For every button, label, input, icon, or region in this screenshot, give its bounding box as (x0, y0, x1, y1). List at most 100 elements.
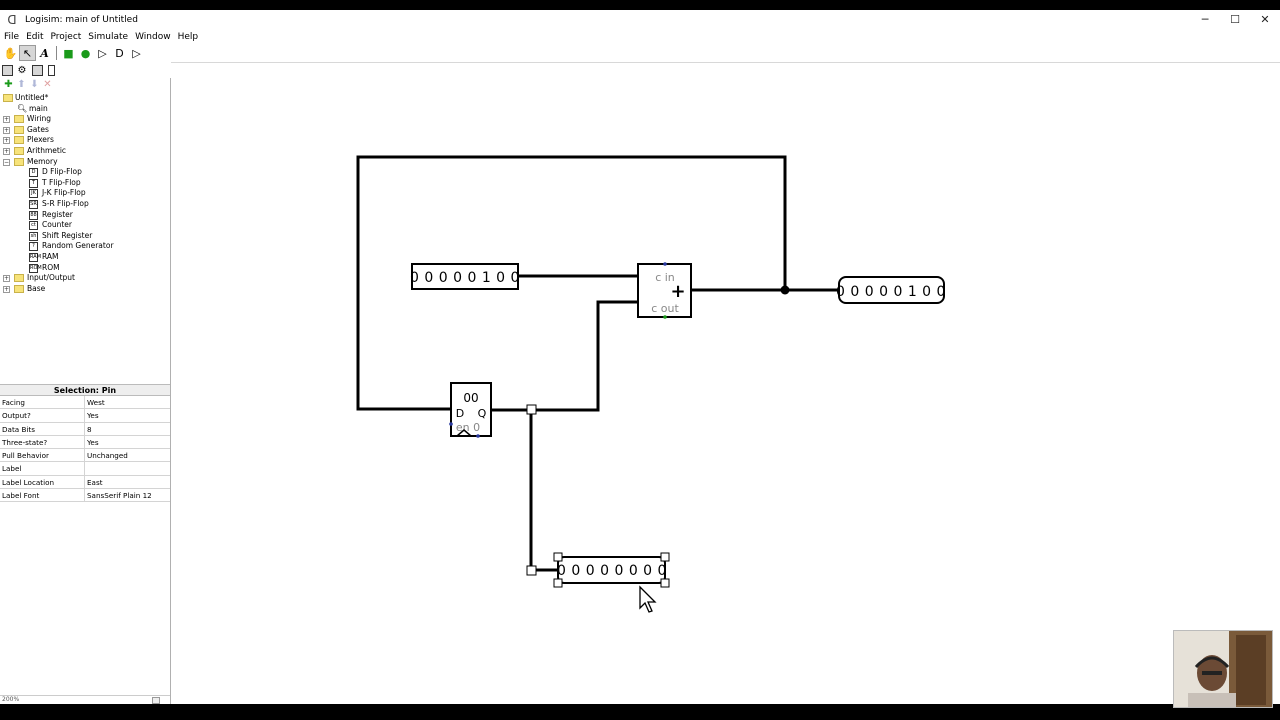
register-component[interactable]: 00 D Q en 0 (449, 382, 492, 438)
register-en-port (449, 422, 453, 426)
input-pin-icon[interactable]: ■ (63, 46, 74, 60)
component-icon: 88 (29, 210, 38, 220)
attribute-row[interactable]: Output?Yes (0, 409, 170, 423)
adder-component[interactable]: c in + c out (637, 262, 692, 319)
expand-icon[interactable]: + (3, 126, 10, 134)
attribute-name: Label Location (0, 475, 85, 489)
selection-handle[interactable] (553, 578, 563, 588)
menu-bar: File Edit Project Simulate Window Help (0, 30, 1280, 43)
toolbox-view-icon[interactable] (2, 64, 13, 76)
move-up-icon[interactable]: ⬆ (17, 79, 26, 90)
output-pin[interactable]: 0 0 0 0 0 1 0 0 (836, 276, 946, 304)
delete-icon[interactable]: ✕ (43, 79, 52, 90)
toolbar-divider (56, 46, 57, 60)
selected-output-pin[interactable]: 0 0 0 0 0 0 0 0 (553, 552, 670, 588)
logisim-app-icon: ᗡ (7, 13, 17, 27)
expand-icon[interactable]: + (3, 285, 10, 293)
tree-library-input-output[interactable]: +Input/Output (0, 273, 170, 284)
tree-component-label: Shift Register (42, 230, 93, 240)
maximize-button[interactable]: ☐ (1230, 13, 1240, 26)
expand-icon[interactable]: + (3, 116, 10, 124)
appearance-view-icon[interactable] (48, 64, 55, 76)
tree-library-memory[interactable]: −Memory (0, 157, 170, 168)
menu-window[interactable]: Window (135, 31, 171, 42)
input-pin[interactable]: 0 0 0 0 0 1 0 0 (410, 263, 520, 290)
collapse-icon[interactable]: − (3, 158, 10, 166)
close-button[interactable]: ✕ (1260, 13, 1270, 26)
tree-library-label: Wiring (27, 114, 52, 124)
component-icon: ? (29, 242, 38, 252)
expand-icon[interactable]: + (3, 137, 10, 145)
tree-circuit-main[interactable]: 🔍︎ main (0, 104, 170, 115)
text-tool-icon[interactable]: A (40, 46, 49, 60)
tree-component-random-generator[interactable]: ?Random Generator (0, 241, 170, 252)
attribute-name: Data Bits (0, 422, 85, 435)
poke-tool-icon[interactable]: ✋ (3, 46, 18, 60)
folder-icon (14, 125, 24, 134)
attribute-value[interactable] (85, 462, 87, 474)
output-pin-icon[interactable]: ● (80, 46, 91, 60)
webcam-person-image (1174, 631, 1272, 707)
attribute-name: Pull Behavior (0, 449, 85, 462)
menu-file[interactable]: File (4, 31, 20, 42)
component-icon: ct (29, 221, 38, 231)
expand-icon[interactable]: + (3, 275, 10, 283)
attribute-value[interactable]: SansSerif Plain 12 (87, 491, 152, 501)
attribute-value[interactable]: Yes (87, 437, 99, 447)
select-tool-icon[interactable]: ↖ (19, 45, 36, 61)
expand-icon[interactable]: + (3, 147, 10, 155)
or-gate-icon[interactable]: ▷ (132, 46, 141, 60)
selection-handle[interactable] (660, 578, 670, 588)
and-gate-icon[interactable]: D (115, 46, 124, 60)
menu-help[interactable]: Help (177, 31, 199, 42)
simulation-view-icon[interactable]: ⚙ (17, 64, 27, 76)
attribute-value[interactable]: East (87, 477, 103, 487)
wire-handle[interactable] (526, 565, 537, 576)
zoom-control[interactable]: 200% (0, 695, 170, 705)
attribute-value[interactable]: West (87, 398, 105, 407)
register-to-pin-wire (529, 410, 560, 572)
attribute-value[interactable]: Unchanged (87, 451, 128, 461)
wire-handle[interactable] (526, 404, 537, 415)
add-circuit-icon[interactable]: ✚ (4, 79, 13, 90)
attribute-name: Output? (0, 409, 85, 422)
attribute-value[interactable]: 8 (87, 424, 92, 434)
attribute-value[interactable]: Yes (87, 411, 99, 421)
tree-project[interactable]: Untitled* (0, 93, 170, 104)
mouse-cursor-icon (639, 585, 657, 613)
zoom-slider-thumb[interactable] (152, 697, 160, 704)
menu-simulate[interactable]: Simulate (88, 31, 129, 42)
menu-edit[interactable]: Edit (26, 31, 44, 42)
minimize-button[interactable]: ─ (1201, 13, 1209, 26)
tree-library-base[interactable]: +Base (0, 284, 170, 295)
tree-library-gates[interactable]: +Gates (0, 125, 170, 136)
tree-component-label: ROM (42, 262, 60, 272)
tree-library-plexers[interactable]: +Plexers (0, 135, 170, 146)
folder-icon (14, 115, 24, 124)
menu-project[interactable]: Project (50, 31, 82, 42)
selection-handle[interactable] (553, 552, 563, 562)
move-down-icon[interactable]: ⬇ (30, 79, 39, 90)
layout-view-icon[interactable] (32, 64, 43, 76)
tree-library-arithmetic[interactable]: +Arithmetic (0, 146, 170, 157)
tree-library-wiring[interactable]: + Wiring (0, 114, 170, 125)
attribute-row[interactable]: Label (0, 462, 170, 476)
not-gate-icon[interactable]: ▷ (98, 46, 107, 60)
attribute-row[interactable]: Three-state?Yes (0, 435, 170, 450)
selection-handle[interactable] (660, 552, 670, 562)
